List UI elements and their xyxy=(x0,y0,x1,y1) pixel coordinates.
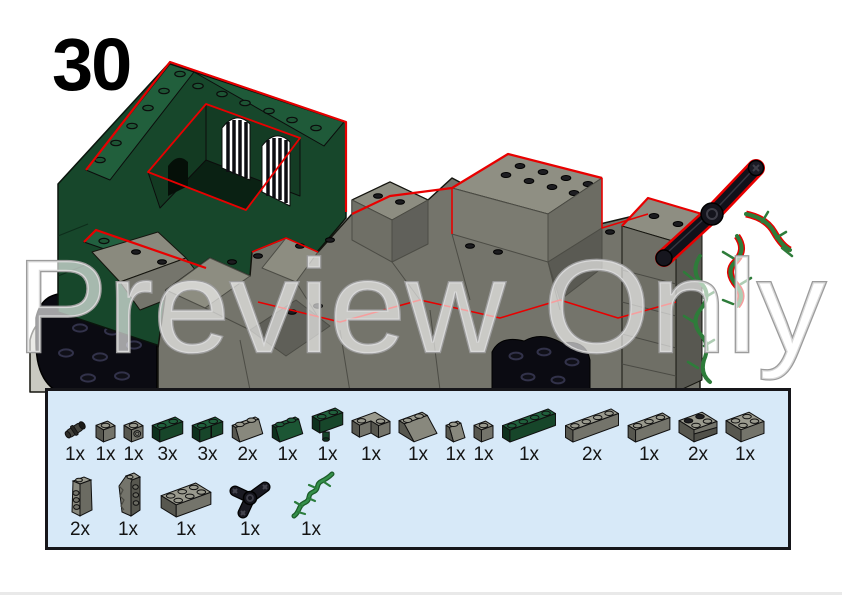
part-quantity: 3x xyxy=(157,444,178,465)
part-brick-1x1: 1x xyxy=(93,416,118,466)
part-quantity: 1x xyxy=(638,444,660,465)
part-quantity: 2x xyxy=(687,444,709,465)
part-round-plate-stack-1x2-icon xyxy=(471,416,496,445)
part-quantity: 1x xyxy=(64,444,86,465)
part-corner-brick-2x2: 1x xyxy=(349,407,393,466)
part-brick-1x2-green: 3x xyxy=(149,412,186,466)
part-quantity: 1x xyxy=(445,444,466,465)
part-quantity: 1x xyxy=(117,518,139,540)
part-quantity: 1x xyxy=(407,444,429,465)
part-inverted-slope-2x2-icon xyxy=(676,407,720,445)
parts-row-1: 1x 1x 1x 3x 3x 2x 1x 1x 1x 1x 1x 1x 1x 2x 1x 2x 1x xyxy=(48,391,788,466)
part-brick-1x2-with-pin-green-icon xyxy=(309,403,346,445)
part-quantity: 1x xyxy=(175,518,197,540)
part-brick-2x2-icon xyxy=(723,407,767,445)
part-quantity: 1x xyxy=(95,444,116,465)
part-quantity: 1x xyxy=(518,444,540,465)
part-rock-panel-icon xyxy=(110,470,146,520)
part-brick-2x3-icon xyxy=(158,478,214,520)
part-slope-1x2-gray: 2x xyxy=(229,412,266,466)
part-tall-slope-brick: 2x xyxy=(62,474,98,541)
part-brick-1x3-gray: 1x xyxy=(625,408,673,466)
part-brick-1x2-groove-green: 3x xyxy=(189,412,226,466)
part-brick-1x4-gray: 2x xyxy=(562,404,622,466)
part-brick-2x3: 1x xyxy=(158,478,214,541)
part-brick-1x4-green: 1x xyxy=(499,404,559,466)
part-brick-2x2: 1x xyxy=(723,407,767,466)
part-slope-1x2-green-icon xyxy=(269,412,306,445)
part-inverted-slope-2x2: 2x xyxy=(676,407,720,466)
part-slope-1x2-gray-icon xyxy=(229,412,266,445)
part-brick-1x2-green-icon xyxy=(149,412,186,445)
part-corner-brick-2x2-icon xyxy=(349,407,393,445)
part-brick-1x3-gray-icon xyxy=(625,408,673,445)
part-round-plate-stack-1x2: 1x xyxy=(471,416,496,466)
part-seaweed-plant: 1x xyxy=(286,470,336,541)
watermark: Preview Only xyxy=(16,233,826,380)
part-quantity: 2x xyxy=(581,444,603,465)
part-brick-1x2-with-pin-green: 1x xyxy=(309,403,346,466)
part-quantity: 1x xyxy=(123,444,144,465)
part-brick-1x4-green-icon xyxy=(499,404,559,445)
part-slope-2x2-icon xyxy=(396,407,440,445)
part-quantity: 1x xyxy=(277,444,298,465)
part-technic-axle-connector: 1x xyxy=(226,476,274,541)
parts-row-2: 2x 1x 1x 1x 1x xyxy=(48,466,788,541)
part-brick-1x1-side-stud-icon xyxy=(121,416,146,445)
part-quantity: 1x xyxy=(473,444,494,465)
part-quantity: 2x xyxy=(237,444,258,465)
part-quantity: 1x xyxy=(239,518,261,540)
part-technic-axle-connector-icon xyxy=(226,476,274,520)
part-brick-1x2-groove-green-icon xyxy=(189,412,226,445)
part-brick-1x4-gray-icon xyxy=(562,404,622,445)
part-slope-1x1-icon xyxy=(443,416,468,445)
part-brick-1x1-side-stud: 1x xyxy=(121,416,146,466)
part-technic-pin: 1x xyxy=(60,413,90,466)
part-rock-panel: 1x xyxy=(110,470,146,541)
part-quantity: 1x xyxy=(300,518,322,540)
part-slope-2x2: 1x xyxy=(396,407,440,466)
step-number: 30 xyxy=(52,23,132,106)
part-quantity: 1x xyxy=(360,444,382,465)
part-slope-1x2-green: 1x xyxy=(269,412,306,466)
part-brick-1x1-icon xyxy=(93,416,118,445)
part-quantity: 1x xyxy=(317,444,338,465)
part-quantity: 3x xyxy=(197,444,218,465)
page-separator xyxy=(0,592,842,595)
part-tall-slope-brick-icon xyxy=(62,474,98,520)
part-seaweed-plant-icon xyxy=(286,470,336,520)
part-technic-pin-icon xyxy=(60,413,90,445)
part-quantity: 1x xyxy=(734,444,756,465)
part-slope-1x1: 1x xyxy=(443,416,468,466)
part-quantity: 2x xyxy=(69,518,91,540)
